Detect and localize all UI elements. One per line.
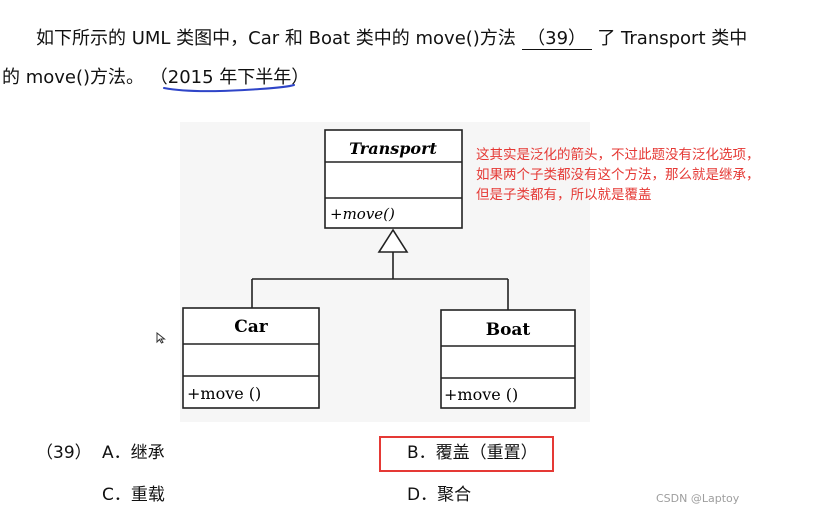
- answer-blank: （39）: [521, 29, 592, 50]
- question-text-after: 了 Transport 类中: [597, 28, 748, 49]
- option-d[interactable]: D．聚合: [407, 485, 472, 505]
- method-car-move: +move (): [187, 384, 261, 403]
- question-source: （2015 年下半年）: [149, 67, 310, 88]
- annotation-line: 但是子类都有，所以就是覆盖: [476, 187, 652, 203]
- question-text-line2: 的 move()方法。: [2, 67, 145, 88]
- question-text-before: 如下所示的 UML 类图中，Car 和 Boat 类中的 move()方法: [36, 28, 516, 49]
- option-a[interactable]: A．继承: [102, 443, 165, 463]
- class-name-boat: Boat: [486, 320, 531, 340]
- class-name-car: Car: [234, 317, 269, 337]
- answer-highlight-box: [379, 436, 554, 472]
- class-name-transport: Transport: [349, 139, 437, 158]
- option-number: （39）: [36, 443, 92, 463]
- annotation-line: 如果两个子类都没有这个方法，那么就是继承，: [476, 167, 760, 183]
- watermark: CSDN @Laptoy: [656, 492, 740, 505]
- mouse-cursor-icon: [156, 332, 166, 344]
- annotation-line: 这其实是泛化的箭头，不过此题没有泛化选项，: [476, 147, 760, 163]
- option-b[interactable]: B．覆盖（重置）: [407, 443, 538, 463]
- annotation-note: 这其实是泛化的箭头，不过此题没有泛化选项， 如果两个子类都没有这个方法，那么就是…: [476, 145, 760, 205]
- source-underline-mark: [163, 84, 295, 93]
- class-car: Car +move (): [182, 307, 320, 409]
- question-line-1: 如下所示的 UML 类图中，Car 和 Boat 类中的 move()方法 （3…: [36, 27, 747, 51]
- question-line-2: 的 move()方法。 （2015 年下半年）: [2, 66, 309, 90]
- class-transport: Transport +move(): [324, 129, 463, 229]
- method-transport-move: +move(): [330, 205, 395, 223]
- option-c[interactable]: C．重载: [102, 485, 165, 505]
- method-boat-move: +move (): [444, 385, 518, 404]
- class-boat: Boat +move (): [440, 309, 576, 409]
- uml-class-diagram: Transport +move() Car +move () Boat +mov…: [180, 122, 590, 422]
